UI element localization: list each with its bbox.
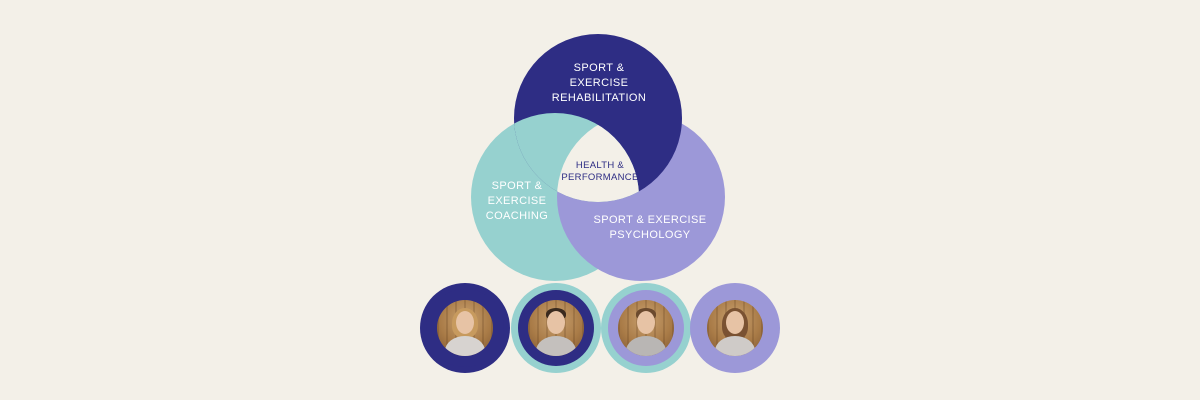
- person-photo-icon: [528, 300, 584, 356]
- health-performance-label: HEALTH & PERFORMANCE: [561, 160, 639, 183]
- rehabilitation-label: SPORT & EXERCISE REHABILITATION: [551, 62, 647, 104]
- team-members-row: [420, 283, 782, 375]
- person-photo-icon: [618, 300, 674, 356]
- center-intersection: [557, 113, 639, 202]
- team-member-1[interactable]: [420, 283, 510, 373]
- person-photo-icon: [437, 300, 493, 356]
- team-member-2[interactable]: [511, 283, 601, 373]
- person-photo-icon: [707, 300, 763, 356]
- coaching-label: SPORT & EXERCISE COACHING: [485, 180, 549, 222]
- team-member-4[interactable]: [690, 283, 780, 373]
- psychology-label: SPORT & EXERCISE PSYCHOLOGY: [593, 214, 707, 241]
- team-member-3[interactable]: [601, 283, 691, 373]
